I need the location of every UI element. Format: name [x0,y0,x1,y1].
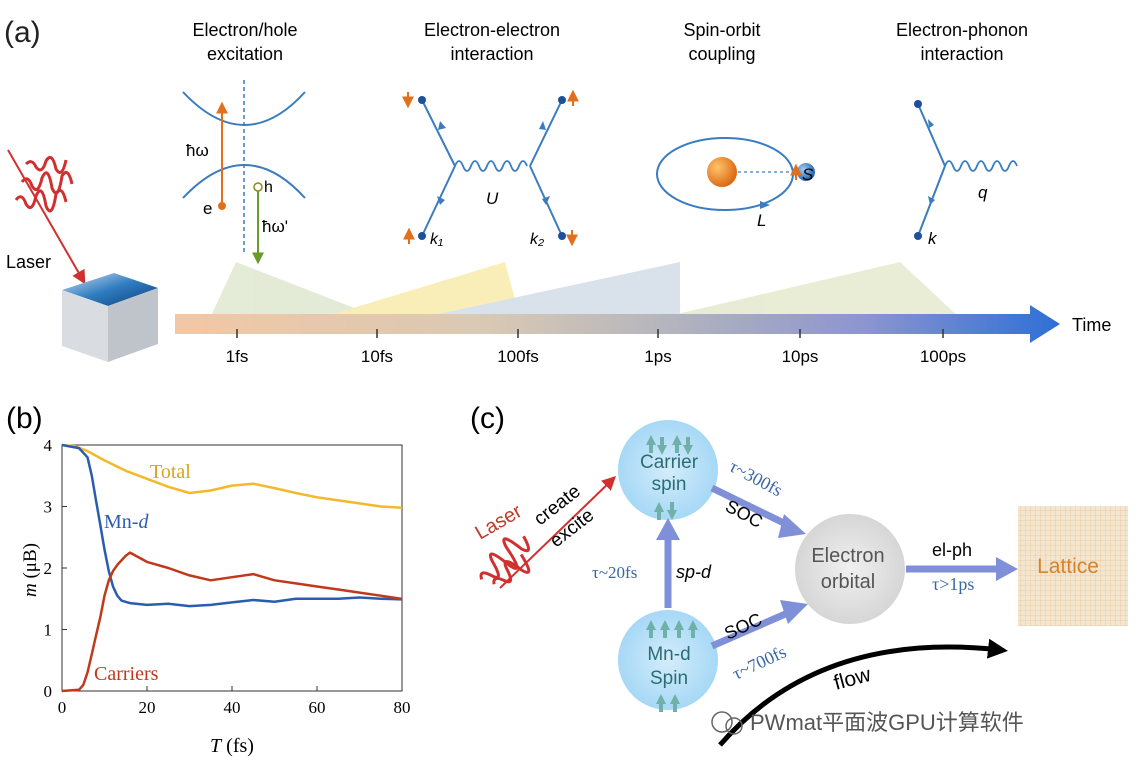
process-3-title-line2: coupling [688,44,755,64]
x-tick-label: 80 [394,698,411,717]
hw-symbol: ħω [186,141,209,160]
tick-100ps: 100ps [920,347,966,366]
flow-arc [718,638,1008,747]
panel-a-label: (a) [4,16,41,49]
sample-cube [62,273,158,362]
laser-pulse: Laser [6,149,86,285]
series-line-carriers [61,551,403,693]
panel-a: (a) Electron/hole excitation Electron-el… [4,16,1111,366]
electron-orbital-line1: Electron [811,545,884,567]
electron-electron-diagram: U k₁ k₂ [402,89,579,248]
k1-symbol: k₁ [430,231,443,248]
process-2-title-line2: interaction [450,44,533,64]
spin-orbit-diagram: S L [656,137,815,230]
tau-1ps-label: τ>1ps [932,574,974,594]
label-total: Total [150,461,191,483]
process-1-title-line1: Electron/hole [192,20,297,40]
x-tick-label: 60 [309,698,326,717]
panel-b: (b) 0 20 40 60 80 0 1 2 3 4 Total Mn-d Carriers m… [6,402,411,757]
y-axis-label: m (μB) [20,543,41,597]
tick-100fs: 100fs [497,347,539,366]
y-tick-label: 2 [44,559,53,578]
electron-symbol: e [203,199,212,218]
carrier-spin-line1: Carrier [640,452,699,473]
panel-c: (c) Carrier spin Mn-d Spin Electron orb [470,402,1128,747]
y-tick-label: 0 [44,682,53,701]
process-4-title-line1: Electron-phonon [896,20,1028,40]
watermark-text: PWmat平面波GPU计算软件 [750,710,1024,735]
hw-prime-symbol: ħω' [262,217,288,236]
tick-1fs: 1fs [226,347,249,366]
U-symbol: U [486,189,499,208]
laser-c-label: Laser [472,500,527,544]
label-carriers: Carriers [94,663,159,685]
lattice-label: Lattice [1037,555,1099,578]
lattice-node [1018,506,1128,626]
hole-symbol: h [264,179,273,196]
spd-label: sp-d [676,562,712,582]
flow-arrows [656,484,1018,650]
x-axis-label: T (fs) [210,735,254,757]
laser-label: Laser [6,252,51,272]
electron-phonon-diagram: q k [914,100,1018,248]
tick-10fs: 10fs [361,347,393,366]
mnd-spin-arrows [646,620,698,712]
watermark: PWmat平面波GPU计算软件 [711,710,1024,735]
process-2-title-line1: Electron-electron [424,20,560,40]
L-symbol: L [757,211,766,230]
x-tick-label: 40 [224,698,241,717]
soc-bottom-label: SOC [721,609,765,644]
mnd-spin-line2: Spin [650,668,688,689]
k-symbol: k [928,229,938,248]
tick-10ps: 10ps [782,347,819,366]
process-4-title-line2: interaction [920,44,1003,64]
time-axis: 1fs 10fs 100fs 1ps 10ps 100ps Time [175,305,1111,366]
magnetization-chart: 0 20 40 60 80 0 1 2 3 4 Total Mn-d Carriers m (μB… [20,436,411,757]
S-symbol: S [802,165,814,184]
electron-orbital-line2: orbital [821,571,875,593]
y-tick-label: 4 [44,436,53,455]
panel-b-label: (b) [6,402,43,435]
wechat-icon [711,711,733,733]
label-mnd: Mn-d [104,511,149,533]
panel-c-label: (c) [470,402,505,435]
q-symbol: q [978,183,988,202]
process-3-title-line1: Spin-orbit [683,20,760,40]
carrier-spin-arrows [646,435,693,520]
mnd-spin-line1: Mn-d [647,644,690,665]
y-tick-label: 1 [44,621,53,640]
time-label: Time [1072,315,1111,335]
tick-1ps: 1ps [644,347,671,366]
k2-symbol: k₂ [530,231,544,248]
x-tick-label: 20 [139,698,156,717]
timescale-triangles [210,262,960,318]
tau-300-label: τ~300fs [726,456,786,500]
tau-20-label: τ~20fs [592,563,637,582]
tau-700-label: τ~700fs [729,641,789,683]
flow-label: flow [831,663,874,695]
carrier-spin-line2: spin [652,474,687,495]
series-line-total [61,443,403,509]
electron-orbital-node [795,514,905,624]
y-tick-label: 3 [44,498,53,517]
plot-frame [61,444,403,692]
process-1-title-line2: excitation [207,44,283,64]
series-line-mnd [61,443,403,608]
elph-label: el-ph [932,540,972,560]
band-diagram: ħω e h ħω' [182,80,306,265]
x-tick-label: 0 [58,698,67,717]
